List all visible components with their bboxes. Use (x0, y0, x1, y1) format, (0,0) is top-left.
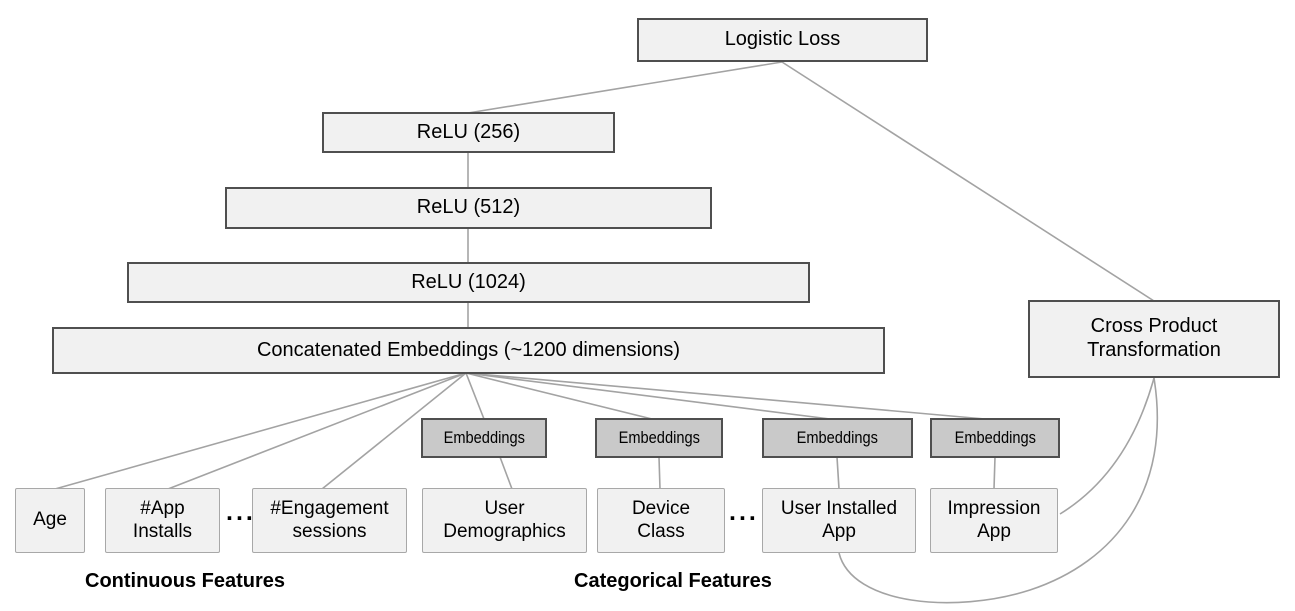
wire-embeddings3-to-user-installed-app (836, 456, 840, 490)
node-relu-256: ReLU (256) (322, 112, 615, 153)
node-device-class: Device Class (597, 488, 725, 553)
embeddings-3-label: Embeddings (796, 427, 879, 447)
wire-loss-to-relu256 (467, 61, 783, 114)
node-user-installed-app: User Installed App (762, 488, 916, 553)
wire-concat-to-embeddings-1 (465, 372, 485, 420)
node-embeddings-1: Embeddings (421, 418, 547, 458)
node-user-demographics: User Demographics (422, 488, 587, 553)
node-relu-1024: ReLU (1024) (127, 262, 810, 303)
node-cross-product-transformation: Cross Product Transformation (1028, 300, 1280, 378)
node-logistic-loss: Logistic Loss (637, 18, 928, 62)
wire-loss-to-cross-product (781, 61, 1155, 302)
label-categorical-features: Categorical Features (574, 570, 772, 592)
embeddings-2-label: Embeddings (618, 427, 700, 447)
embeddings-4-label: Embeddings (954, 427, 1036, 447)
wire-concat-to-embeddings-3 (465, 372, 831, 420)
node-app-installs: #App Installs (105, 488, 220, 553)
wire-concat-to-age (54, 372, 467, 490)
node-embeddings-2: Embeddings (595, 418, 723, 458)
node-impression-app: Impression App (930, 488, 1058, 553)
node-age: Age (15, 488, 85, 553)
label-continuous-features: Continuous Features (85, 570, 286, 592)
node-concatenated-embeddings: Concatenated Embeddings (~1200 dimension… (52, 327, 885, 374)
wire-embeddings2-to-device-class (658, 456, 661, 490)
wire-concat-to-embeddings-4 (465, 372, 986, 420)
ellipsis-categorical: ... (729, 498, 759, 526)
node-embeddings-4: Embeddings (930, 418, 1060, 458)
node-engagement-sessions: #Engagement sessions (252, 488, 407, 553)
ellipsis-continuous: ... (226, 498, 256, 526)
wire-cross-product-to-impression-app (1059, 377, 1155, 515)
wire-concat-to-embeddings-2 (465, 372, 653, 420)
wire-embeddings4-to-impression-app (993, 456, 996, 490)
wire-embeddings1-to-user-demographics (499, 456, 513, 490)
node-relu-512: ReLU (512) (225, 187, 712, 229)
node-embeddings-3: Embeddings (762, 418, 913, 458)
embeddings-1-label: Embeddings (443, 427, 525, 447)
